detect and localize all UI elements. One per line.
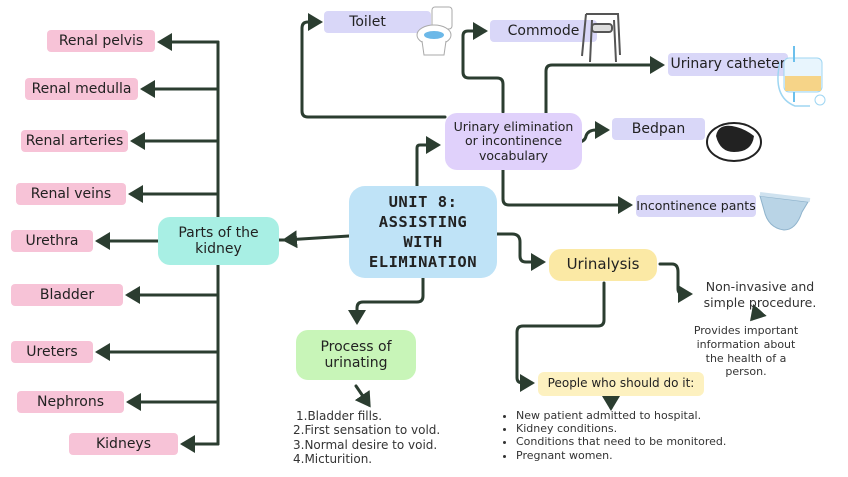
kidney-part-renal-medulla: Renal medulla bbox=[25, 78, 138, 100]
arrow-urinalysis-to-people bbox=[515, 281, 606, 392]
urinalysis-info: Provides important information about the… bbox=[693, 324, 799, 379]
parts-of-kidney-node: Parts of the kidney bbox=[158, 217, 279, 265]
people-who-should-do-it-node: People who should do it: bbox=[538, 372, 704, 396]
kidney-part-kidneys: Kidneys bbox=[69, 433, 178, 455]
arrow-toilet bbox=[300, 13, 447, 119]
vocab-incontinence-pants: Incontinence pants bbox=[636, 195, 756, 217]
process-step: 4.Micturition. bbox=[293, 452, 373, 467]
central-topic: UNIT 8: ASSISTING WITH ELIMINATION bbox=[349, 186, 497, 278]
vocab-toilet: Toilet bbox=[324, 11, 431, 33]
kidney-part-ureters: Ureters bbox=[11, 341, 93, 363]
kidney-part-renal-pelvis: Renal pelvis bbox=[47, 30, 155, 52]
vocab-commode: Commode bbox=[490, 20, 597, 42]
arrow-commode bbox=[461, 22, 505, 114]
arrow-process-to-steps bbox=[354, 384, 371, 408]
arrow-description-to-info bbox=[750, 304, 767, 322]
people-list: New patient admitted to hospital. Kidney… bbox=[503, 409, 726, 462]
arrow-center-to-urinalysis bbox=[495, 232, 546, 271]
arrow-catheter bbox=[544, 56, 665, 115]
bedpan-icon bbox=[706, 122, 762, 162]
people-list-item: New patient admitted to hospital. bbox=[516, 409, 726, 422]
urinalysis-description: Non-invasive and simple procedure. bbox=[703, 279, 817, 310]
process-of-urinating-node: Process of urinating bbox=[296, 330, 416, 380]
people-list-item: Conditions that need to be monitored. bbox=[516, 435, 726, 448]
toilet-icon bbox=[416, 6, 453, 56]
kidney-part-renal-veins: Renal veins bbox=[16, 183, 126, 205]
kidney-part-nephrons: Nephrons bbox=[17, 391, 124, 413]
process-steps: 1.Bladder fills. 2.First sensation to vo… bbox=[293, 409, 440, 467]
arrow-incontinence bbox=[501, 168, 633, 214]
vocab-urinary-catheter: Urinary catheter bbox=[668, 53, 788, 76]
people-list-item: Pregnant women. bbox=[516, 449, 726, 462]
commode-icon bbox=[581, 13, 621, 63]
diaper-icon bbox=[759, 192, 811, 231]
process-step: 3.Normal desire to void. bbox=[293, 437, 438, 452]
process-step: 1.Bladder fills. bbox=[296, 409, 383, 423]
arrow-urinalysis-to-description bbox=[658, 262, 693, 303]
vocab-bedpan: Bedpan bbox=[612, 118, 705, 140]
urinalysis-node: Urinalysis bbox=[549, 249, 657, 281]
kidney-part-bladder: Bladder bbox=[11, 284, 123, 306]
kidney-part-urethra: Urethra bbox=[11, 230, 93, 252]
vocabulary-node: Urinary elimination or incontinence voca… bbox=[445, 113, 582, 170]
arrow-center-to-kidney bbox=[282, 230, 351, 249]
catheter-bag-icon bbox=[777, 46, 826, 107]
process-step: 2.First sensation to vold. bbox=[293, 423, 441, 438]
arrow-center-to-vocab bbox=[415, 136, 441, 188]
arrow-center-to-process bbox=[348, 276, 425, 325]
kidney-part-renal-arteries: Renal arteries bbox=[21, 130, 128, 152]
people-list-item: Kidney conditions. bbox=[516, 422, 726, 435]
